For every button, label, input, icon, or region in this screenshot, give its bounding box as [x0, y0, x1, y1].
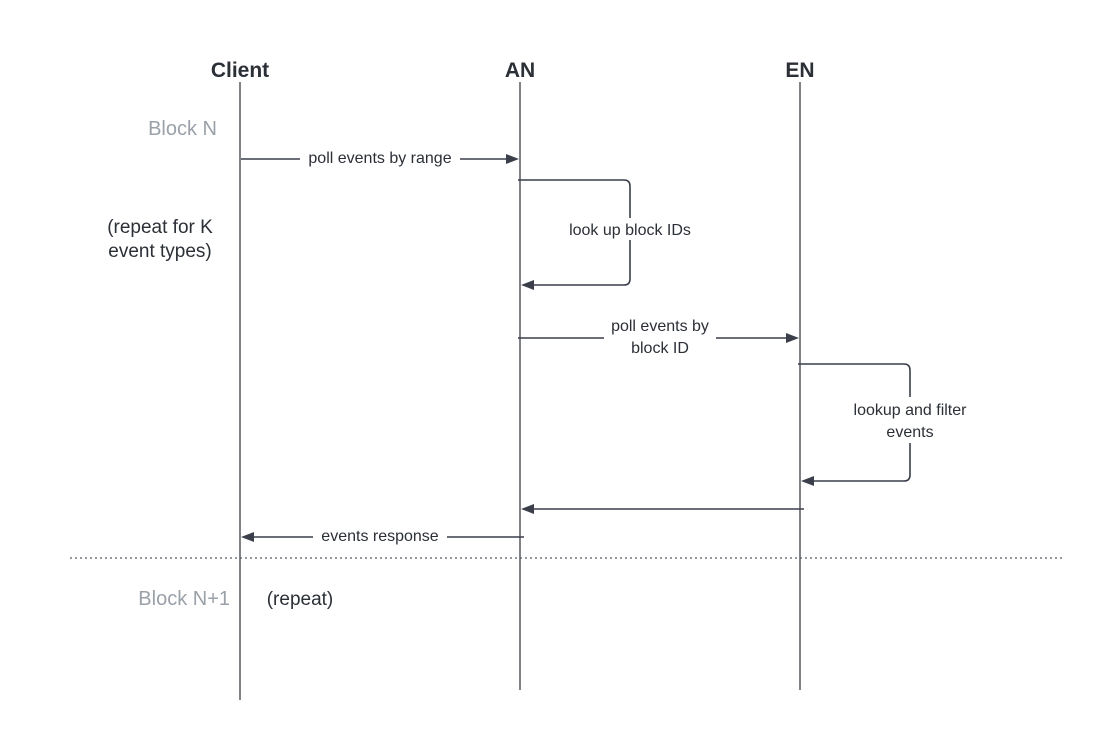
message-poll-by-block-id: poll events by block ID	[518, 313, 799, 359]
message-poll-by-range-label: poll events by range	[308, 150, 451, 167]
message-lookup-and-filter: lookup and filter events	[798, 363, 978, 486]
arrow-head-left	[521, 280, 534, 290]
actor-en: EN	[785, 59, 814, 82]
message-lookup-block-ids: look up block IDs	[518, 179, 700, 290]
message-events-response-label: events response	[321, 528, 439, 545]
message-poll-by-block-id-label-line2: block ID	[631, 340, 689, 357]
repeat-k-note-line2: event types)	[108, 241, 212, 262]
message-events-response: events response	[241, 525, 524, 547]
block-n1-label: Block N+1	[138, 588, 230, 610]
arrow-head-left	[521, 504, 534, 514]
message-poll-by-range: poll events by range	[241, 147, 519, 169]
arrow-head-right	[506, 154, 519, 164]
message-lookup-and-filter-label-line2: events	[886, 424, 933, 441]
message-lookup-and-filter-label-line1: lookup and filter	[854, 402, 968, 419]
arrow-head-left	[241, 532, 254, 542]
actor-client: Client	[211, 59, 269, 82]
actor-an: AN	[505, 59, 535, 82]
block-n-label: Block N	[148, 118, 217, 140]
message-en-return	[521, 504, 804, 514]
repeat-note: (repeat)	[267, 589, 334, 610]
message-poll-by-block-id-label-line1: poll events by	[611, 318, 709, 335]
message-lookup-block-ids-label: look up block IDs	[569, 222, 691, 239]
repeat-k-note-line1: (repeat for K	[107, 217, 213, 238]
arrow-head-right	[786, 333, 799, 343]
arrow-head-left	[801, 476, 814, 486]
